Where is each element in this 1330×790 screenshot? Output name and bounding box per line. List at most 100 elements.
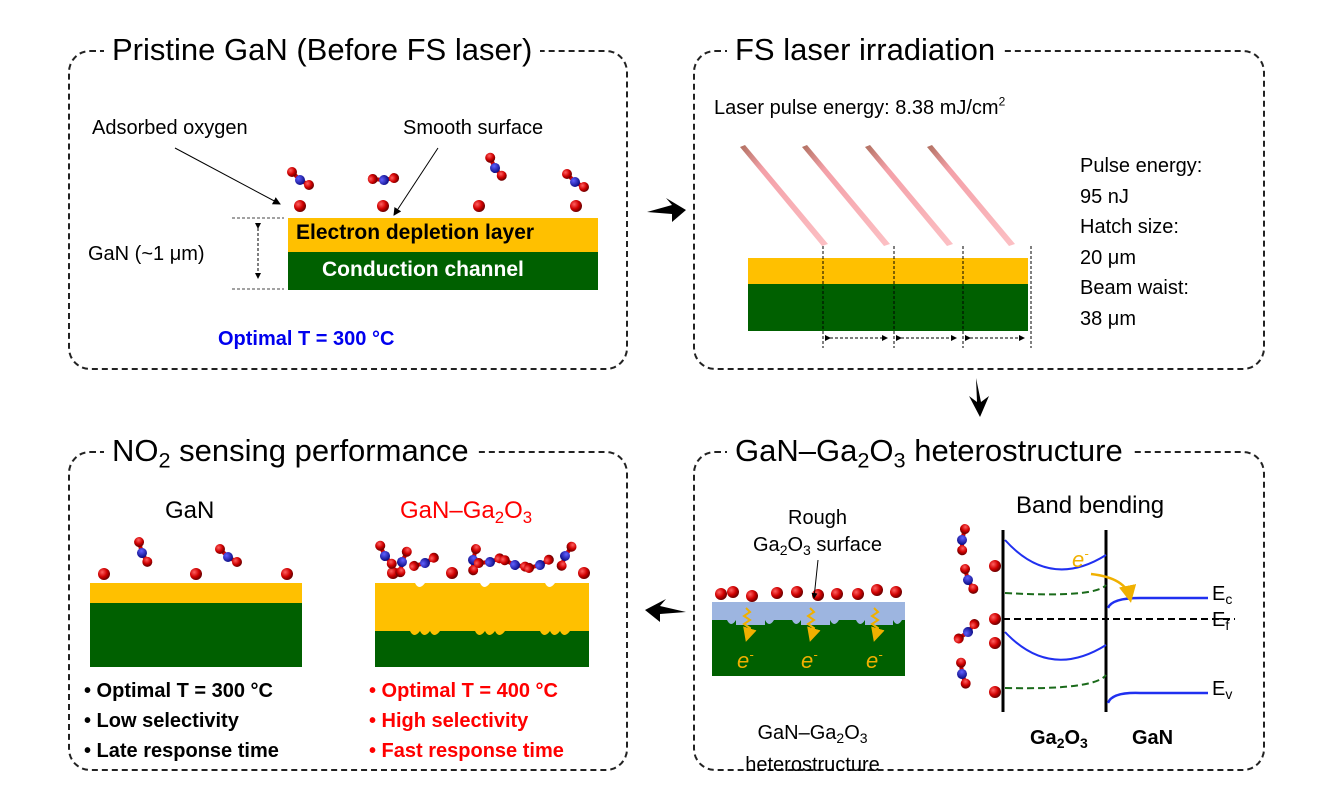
title-part: O xyxy=(869,433,894,468)
label-conduction-channel: Conduction channel xyxy=(322,258,524,281)
oxygen-atom xyxy=(989,613,1001,625)
label-laser-fluence: Laser pulse energy: 8.38 mJ/cm2 xyxy=(714,96,1005,120)
hetero-bullets: • Optimal T = 400 °C • High selectivity … xyxy=(369,676,564,766)
label-sub: 3 xyxy=(1080,735,1088,752)
e-sup: - xyxy=(749,646,754,662)
surface-oxygens xyxy=(715,584,902,602)
oxygen-atom xyxy=(727,586,739,598)
label-ev: Ev xyxy=(1212,678,1232,702)
electron-label: e- xyxy=(801,648,818,674)
electron-transfer-squiggles xyxy=(742,607,885,642)
electron-label: e- xyxy=(866,648,883,674)
label-gan-ga2o3: GaN–Ga2O3 xyxy=(400,497,532,528)
label-ef: Ef xyxy=(1212,609,1229,633)
gan-bullets: • Optimal T = 300 °C • Low selectivity •… xyxy=(84,676,279,766)
depletion-layer xyxy=(90,583,302,603)
no2-molecule xyxy=(367,537,405,573)
conduction-channel xyxy=(748,284,1028,331)
oxygen-atom xyxy=(791,586,803,598)
oxygen-atom xyxy=(294,200,306,212)
arrow-left xyxy=(645,599,686,622)
no2-molecule xyxy=(477,149,515,185)
label-part: Ga xyxy=(753,534,780,556)
depletion-layer xyxy=(748,258,1028,284)
no2-molecule xyxy=(123,533,163,571)
param-pulse-energy-label: Pulse energy: xyxy=(1080,155,1203,177)
squiggle-arrow xyxy=(806,607,821,642)
arrow-right xyxy=(647,198,686,222)
label-rough-surface: Rough Ga2O3 surface xyxy=(745,505,890,564)
gan-bullet: • Low selectivity xyxy=(84,710,239,732)
no2-molecule xyxy=(285,165,316,192)
e-sup: - xyxy=(813,646,818,662)
oxygen-atom xyxy=(473,200,485,212)
oxygen-atom xyxy=(831,588,843,600)
label-ec: Ec xyxy=(1212,583,1232,607)
no2-molecule xyxy=(496,545,534,581)
oxygen-atom xyxy=(281,568,293,580)
conduction-channel xyxy=(375,631,589,667)
panel-sensing-title: NO2 sensing performance xyxy=(104,433,477,479)
title-part: NO xyxy=(112,433,159,468)
laser-beam xyxy=(927,145,1015,246)
oxygen-atom xyxy=(871,584,883,596)
gan-valence-band xyxy=(1106,691,1208,704)
caption-line1: GaN–Ga2O3 xyxy=(740,720,885,752)
e: E xyxy=(1212,583,1226,605)
param-hatch-size-value: 20 μm xyxy=(1080,246,1136,269)
e: e xyxy=(866,648,879,673)
label-sub: 2 xyxy=(779,542,788,559)
param-beam-waist-value: 38 μm xyxy=(1080,307,1136,330)
no2-molecule xyxy=(949,560,989,598)
fluence-text: Laser pulse energy: 8.38 mJ/cm xyxy=(714,97,999,119)
no2-molecule xyxy=(405,542,443,582)
label-smooth-surface: Smooth surface xyxy=(403,117,544,139)
oxygen-atom xyxy=(377,200,389,212)
label-optimal-temp-pristine: Optimal T = 300 °C xyxy=(218,328,395,350)
oxygen-atom xyxy=(715,588,727,600)
electron-label-band: e- xyxy=(1072,547,1089,573)
sub: f xyxy=(1225,617,1230,634)
param-beam-waist-label: Beam waist: xyxy=(1080,277,1189,299)
hetero-structure-cross-section xyxy=(712,559,905,676)
conduction-channel xyxy=(288,252,598,290)
label-depletion-layer: Electron depletion layer xyxy=(296,221,535,244)
sensing-hetero-structure xyxy=(367,537,590,667)
electron-transfer-arrow xyxy=(1090,572,1137,603)
label-sub: 3 xyxy=(803,542,811,559)
no2-molecule xyxy=(560,167,591,194)
sensing-gan-structure xyxy=(90,533,302,667)
rough-surface xyxy=(405,579,565,587)
label-part: O xyxy=(787,534,804,556)
label-part: O xyxy=(844,722,860,744)
oxygen-atom xyxy=(890,586,902,598)
no2-molecule xyxy=(550,538,583,574)
oxygen-atom xyxy=(812,589,824,601)
label-sub: 3 xyxy=(522,508,533,528)
label-part: O xyxy=(504,497,523,524)
label-sub: 2 xyxy=(836,730,845,747)
label-part: GaN–Ga xyxy=(400,497,495,524)
oxygen-atom xyxy=(771,587,783,599)
ga2o3-band-dashed xyxy=(1004,584,1107,596)
gan-conduction-band xyxy=(1106,596,1208,609)
title-part: heterostructure xyxy=(905,433,1123,468)
ga2o3-valence-band xyxy=(1004,631,1107,661)
e: e xyxy=(737,648,750,673)
rough-interface xyxy=(375,625,589,635)
oxygen-atom xyxy=(98,568,110,580)
e: e xyxy=(1072,547,1085,572)
param-pulse-energy-value: 95 nJ xyxy=(1080,185,1129,208)
e-sup: - xyxy=(878,646,883,662)
e: E xyxy=(1212,678,1226,700)
oxygen-atom xyxy=(446,567,458,579)
label-gan: GaN xyxy=(165,497,215,524)
title-sub: 2 xyxy=(158,447,171,473)
band-adsorbates xyxy=(943,520,1001,698)
arrow-down xyxy=(969,378,989,417)
label-sub: 2 xyxy=(1056,735,1065,752)
label-adsorbed-oxygen: Adsorbed oxygen xyxy=(92,117,248,139)
gan-bullet: • Optimal T = 300 °C xyxy=(84,680,273,702)
laser-beams xyxy=(740,145,1015,246)
